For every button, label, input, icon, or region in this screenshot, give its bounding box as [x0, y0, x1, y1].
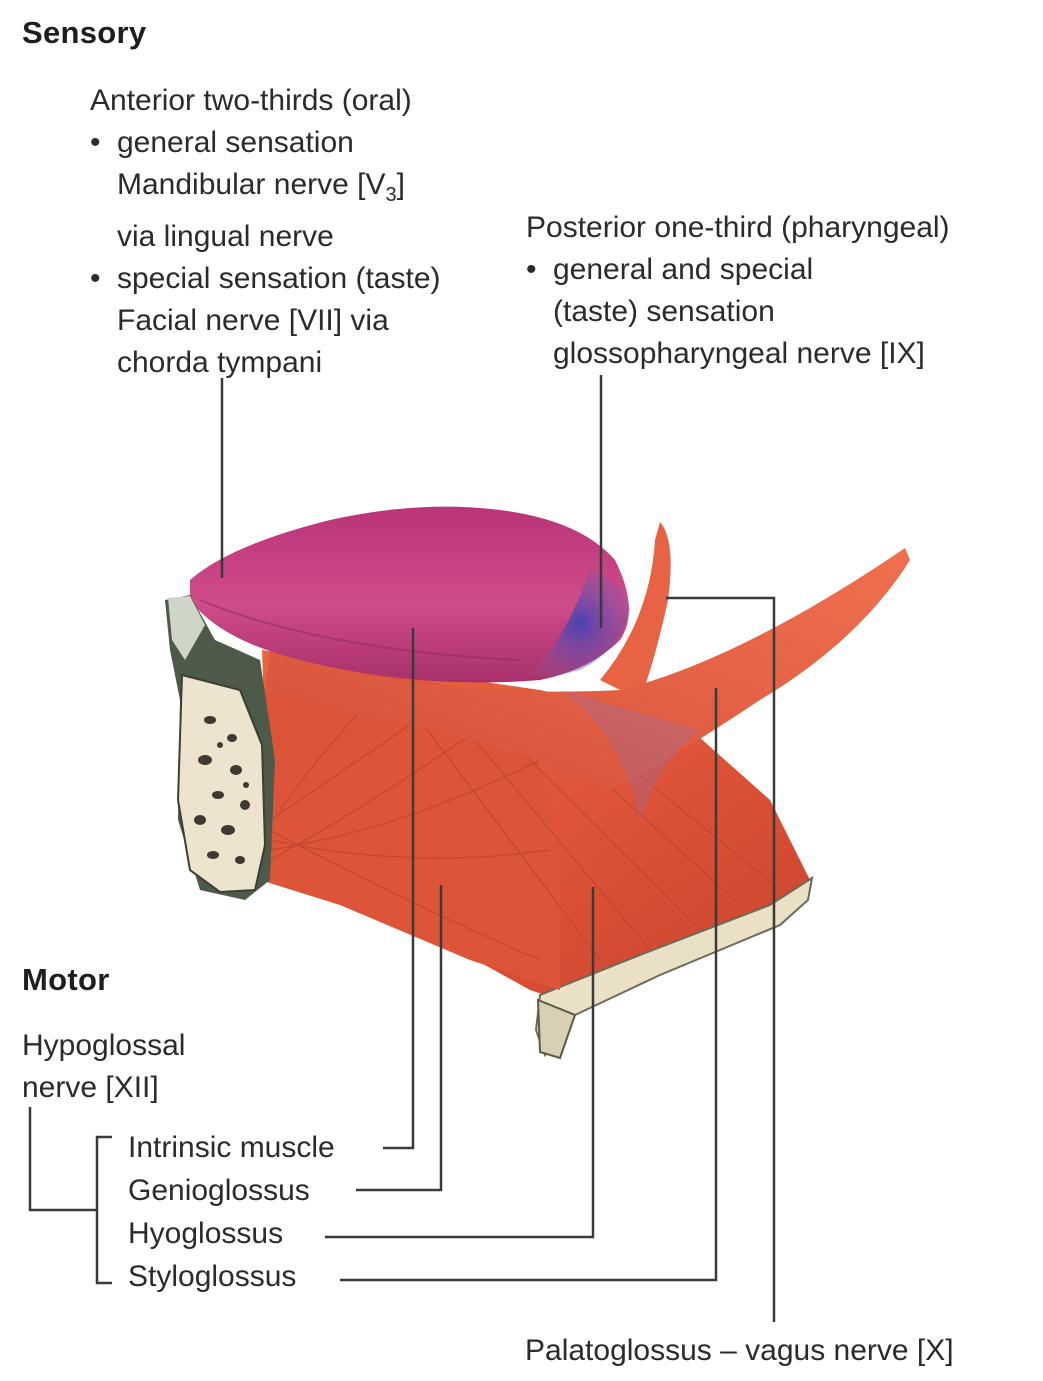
muscle-label-styloglossus: Styloglossus [128, 1260, 297, 1293]
mandible-bone-section [176, 673, 267, 894]
hypoglossal-line1: Hypoglossal [22, 1029, 186, 1062]
motor-heading: Motor [22, 962, 110, 997]
hypoglossal-line2: nerve [XII] [22, 1071, 159, 1104]
anterior-general-via: via lingual nerve [117, 220, 334, 253]
posterior-tongue [530, 570, 630, 677]
posterior-sensory-block: Posterior one-third (pharyngeal) general… [526, 207, 950, 375]
anterior-special-bullet: special sensation (taste) [90, 258, 441, 300]
leader-lines [28, 375, 776, 1322]
styloglossus-shape [265, 548, 910, 790]
tongue-dorsum [190, 506, 629, 683]
anterior-special-via: chorda tympani [117, 346, 323, 379]
muscle-label-intrinsic: Intrinsic muscle [128, 1131, 335, 1164]
palatoglossus-shape [600, 522, 671, 700]
posterior-line2: (taste) sensation [553, 295, 775, 328]
anterior-title: Anterior two-thirds (oral) [90, 84, 412, 117]
posterior-title: Posterior one-third (pharyngeal) [526, 211, 950, 244]
muscle-label-genioglossus: Genioglossus [128, 1174, 310, 1207]
anterior-general-bullet: general sensation [90, 122, 441, 164]
anterior-special-nerve: Facial nerve [VII] via [117, 304, 389, 337]
anterior-general-nerve: Mandibular nerve [V3] [117, 168, 405, 206]
anterior-sensory-block: Anterior two-thirds (oral) general sensa… [90, 80, 441, 384]
hypoglossal-nerve-label: Hypoglossal nerve [XII] [22, 1025, 185, 1109]
posterior-nerve: glossopharyngeal nerve [IX] [553, 337, 925, 370]
posterior-bullet: general and special [526, 249, 950, 291]
palatoglossus-label: Palatoglossus – vagus nerve [X] [525, 1334, 954, 1367]
muscle-label-hyoglossus: Hyoglossus [128, 1217, 284, 1250]
sensory-heading: Sensory [22, 15, 147, 50]
